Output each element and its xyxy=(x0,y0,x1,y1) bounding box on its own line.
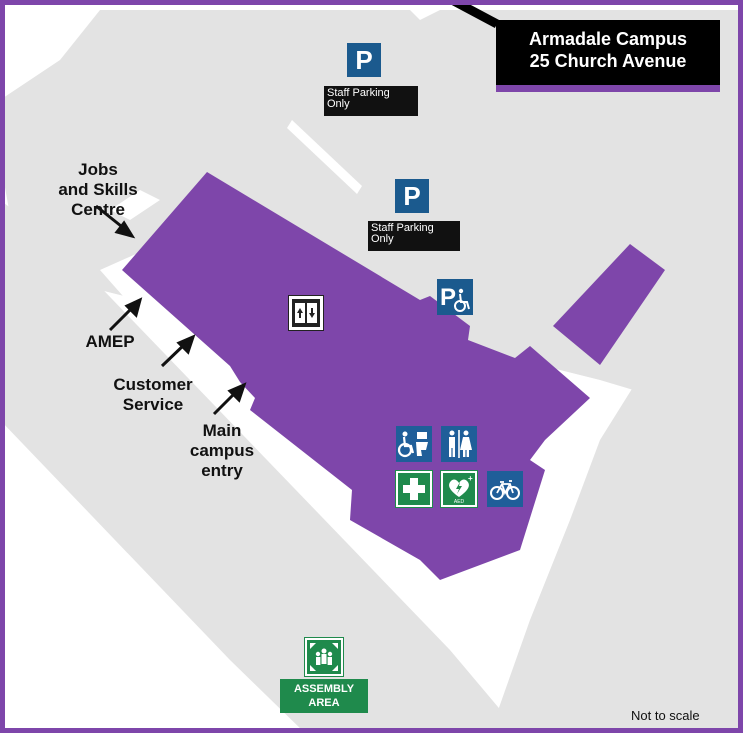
customer-label-line1: Customer xyxy=(113,375,193,394)
bicycle-glyph xyxy=(490,480,520,500)
staff-parking-text-line2: Only xyxy=(327,98,350,110)
parking-letter: P xyxy=(355,45,373,75)
svg-text:+: + xyxy=(468,474,473,483)
assembly-label-line1: ASSEMBLY xyxy=(293,683,355,695)
toilets-glyph xyxy=(449,430,472,458)
parking-letter: P xyxy=(403,181,421,211)
assembly-glyph xyxy=(310,643,338,671)
annex-building xyxy=(553,244,665,365)
staff-parking-text-line1: Staff Parking xyxy=(327,87,390,99)
staff-parking-label-1: Staff Parking Only xyxy=(324,86,418,116)
bicycle-parking-icon xyxy=(487,471,523,507)
curved-road xyxy=(490,260,740,733)
staff-parking-text-line1: Staff Parking xyxy=(371,222,434,234)
first-aid-icon xyxy=(395,470,433,508)
jobs-label-line1: Jobs xyxy=(78,160,118,179)
campus-title: Armadale Campus xyxy=(528,29,688,49)
assembly-point-icon xyxy=(304,637,344,677)
customer-service-label: Customer Service xyxy=(96,375,210,415)
assembly-area-label: ASSEMBLY AREA xyxy=(280,679,368,713)
aed-glyph: + AED xyxy=(449,474,473,505)
campus-address: 25 Church Avenue xyxy=(529,51,687,71)
staff-parking-label-2: Staff Parking Only xyxy=(368,221,460,251)
aed-icon: + AED xyxy=(440,470,478,508)
assembly-label-line2: AREA xyxy=(308,697,340,709)
aed-text: AED xyxy=(454,499,465,505)
main-road xyxy=(0,200,520,733)
accessible-toilet-icon xyxy=(396,426,432,462)
lift-glyph xyxy=(295,303,317,323)
accessible-toilet-glyph xyxy=(397,431,428,458)
label-arrows xyxy=(95,204,247,416)
jobs-label-line3: Centre xyxy=(71,200,125,219)
jobs-label-line2: and Skills xyxy=(58,180,138,199)
campus-title-box: Armadale Campus 25 Church Avenue xyxy=(496,20,720,92)
entry-label-line1: Main xyxy=(202,421,242,440)
jobs-skills-centre-label: Jobs and Skills Centre xyxy=(38,160,158,220)
amep-label: AMEP xyxy=(85,332,135,351)
accessible-parking-icon: P xyxy=(437,279,473,315)
road-areas xyxy=(0,10,740,733)
entry-label-line2: campus xyxy=(189,441,255,460)
staff-parking-text-line2: Only xyxy=(371,233,394,245)
accessible-parking-glyph: P xyxy=(440,284,470,312)
lane-markings xyxy=(110,10,440,220)
accessible-parking-letter: P xyxy=(440,284,456,311)
car-park-area xyxy=(0,10,740,410)
customer-label-line2: Service xyxy=(122,395,184,414)
lift-icon xyxy=(288,295,324,331)
first-aid-glyph xyxy=(403,478,425,500)
scale-note: Not to scale xyxy=(631,708,700,723)
entry-label-line3: entry xyxy=(201,461,243,480)
toilets-icon xyxy=(441,426,477,462)
parking-icon: P xyxy=(395,179,429,213)
main-campus-entry-label: Main campus entry xyxy=(172,421,272,481)
parking-icon: P xyxy=(347,43,381,77)
